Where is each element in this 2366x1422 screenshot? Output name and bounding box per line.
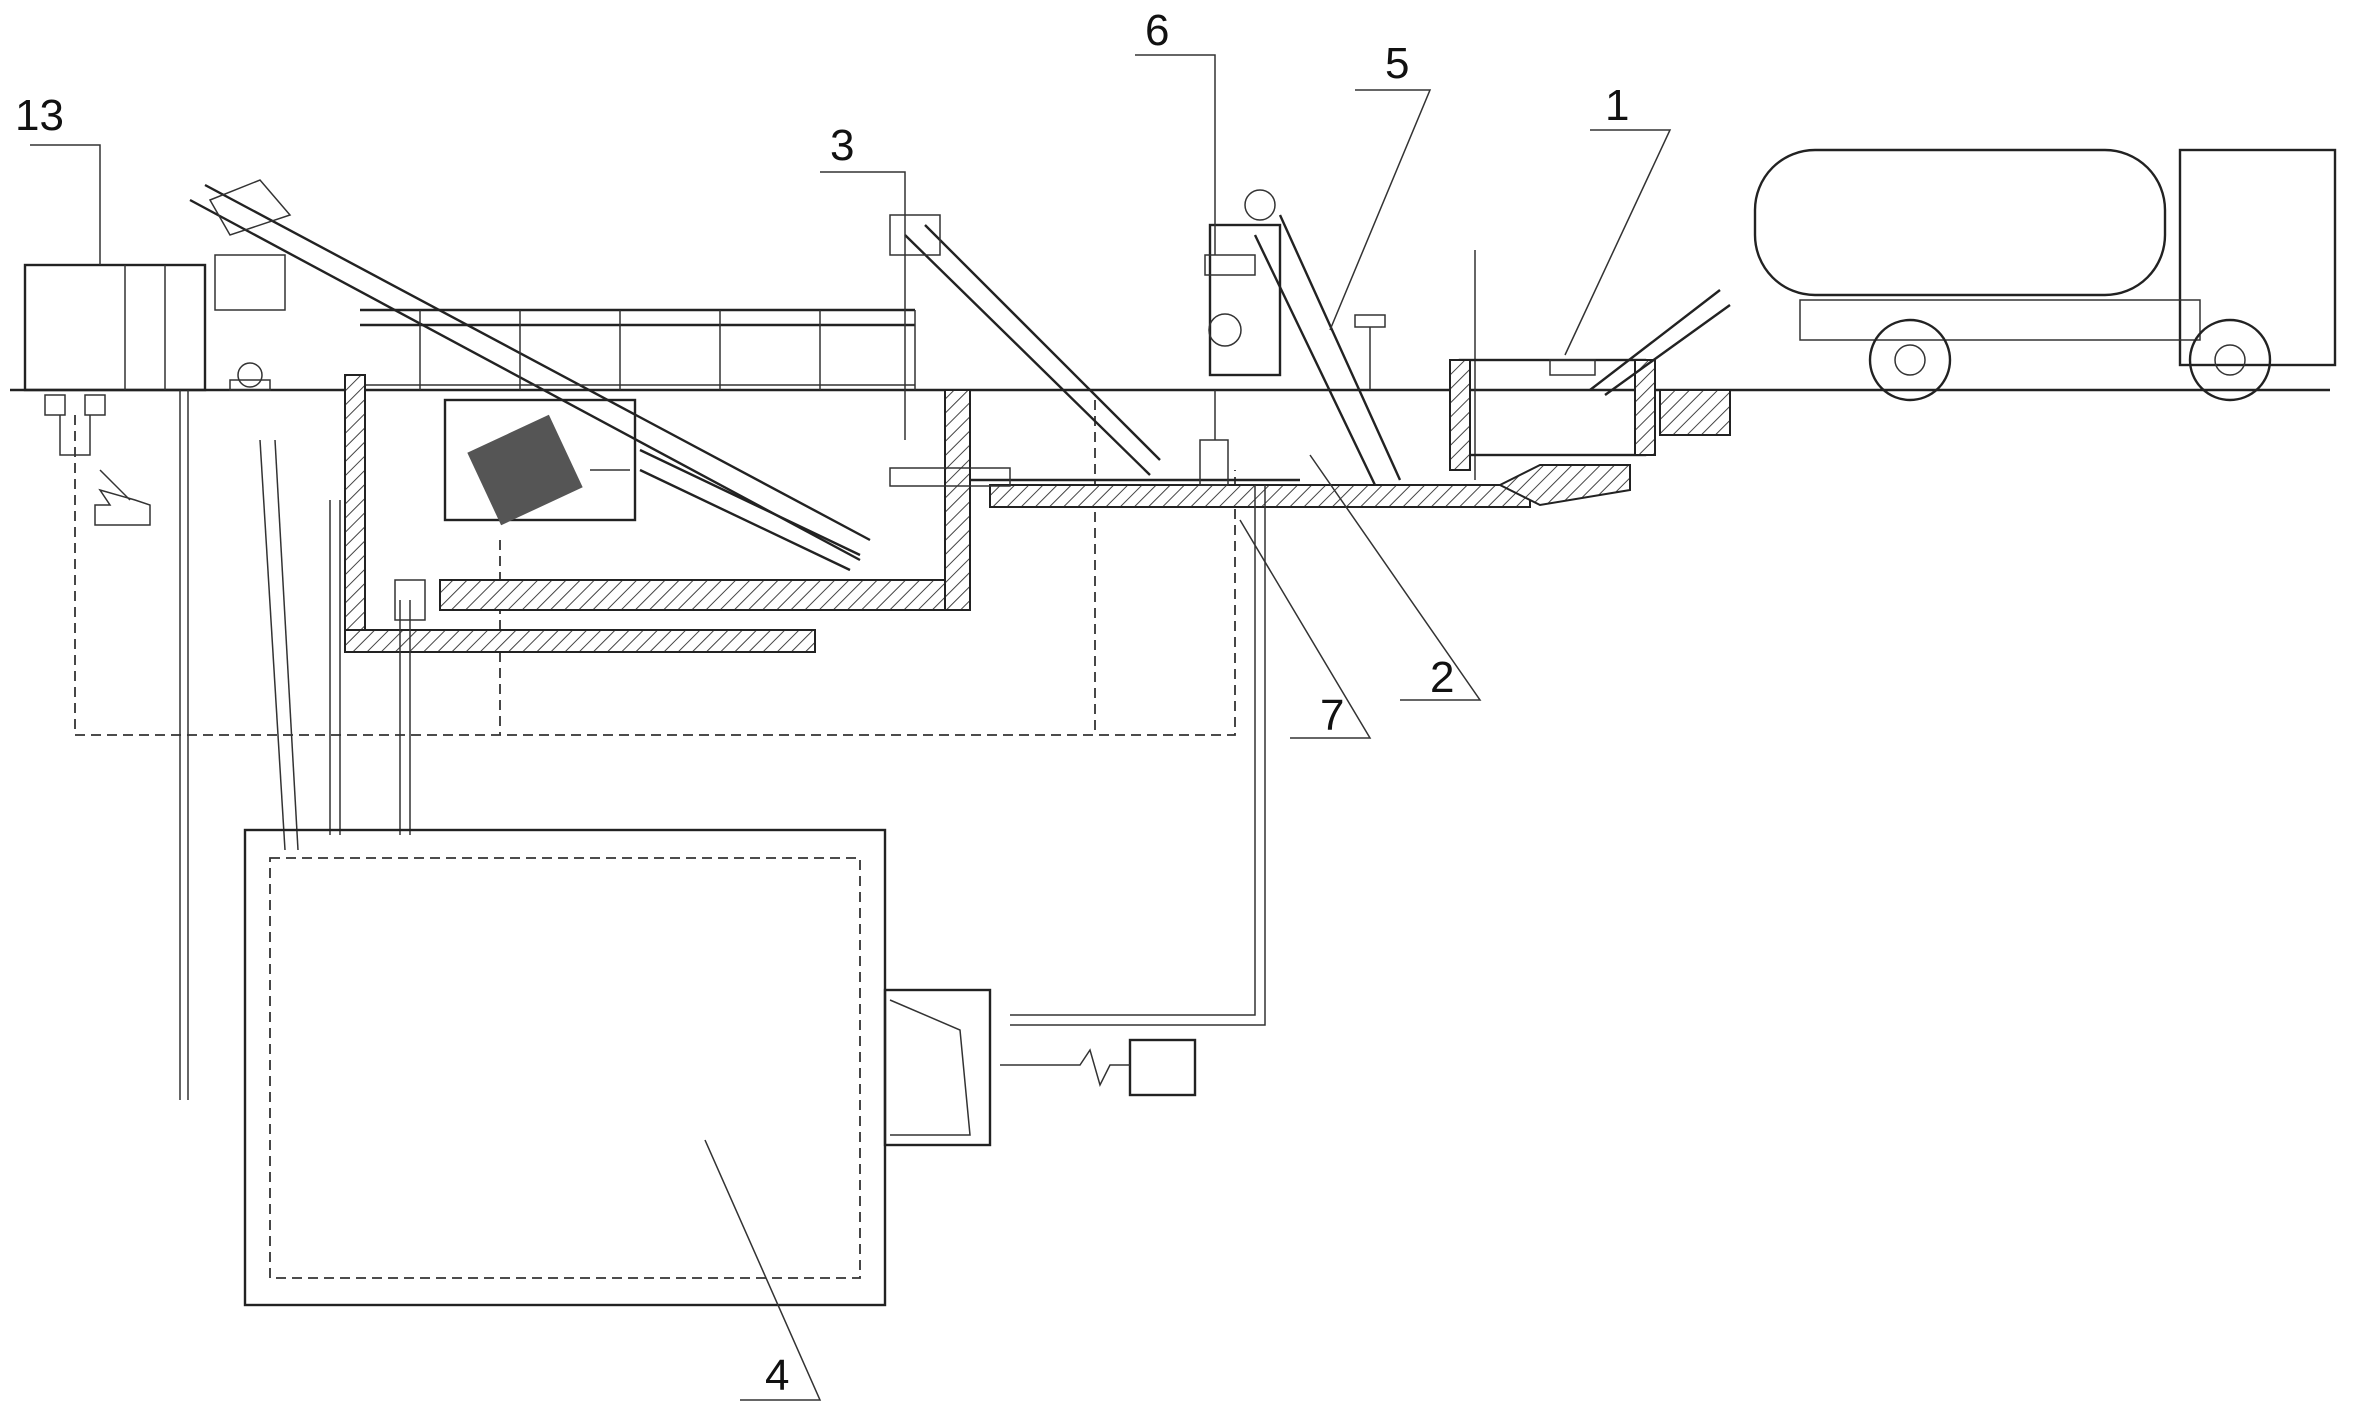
leader-lines: [30, 54, 1672, 1401]
pipe-3-to-2: [889, 467, 1011, 487]
storage-tank-unit-4: [243, 828, 992, 1307]
pipes-to-tank: [179, 390, 1266, 1100]
label-1: 1: [1605, 81, 1629, 130]
pump-well-unit-7: [1199, 390, 1229, 486]
settling-pit-unit-3: [344, 374, 971, 653]
label-13: 13: [15, 91, 64, 140]
label-5: 5: [1385, 39, 1409, 88]
receiving-tank-unit-1: [1449, 358, 1656, 471]
control-post: [1354, 250, 1476, 480]
label-3: 3: [830, 121, 854, 170]
inclined-conveyor-right: [889, 214, 1161, 476]
label-6: 6: [1145, 6, 1169, 55]
bucket-elevator-unit-6: [1204, 189, 1402, 486]
internal-screw-conveyor: [639, 448, 861, 572]
label-4: 4: [765, 1351, 789, 1400]
guard-railing: [360, 308, 916, 390]
channel-unit-2: [970, 464, 1631, 508]
label-2: 2: [1430, 653, 1454, 702]
tanker-truck: [1589, 148, 2337, 436]
label-7: 7: [1320, 691, 1344, 740]
screen-filter-drum: [443, 398, 637, 526]
control-cabinet-unit-13: [23, 263, 207, 526]
inclined-conveyor-left: [189, 179, 871, 562]
monitor-icon: [1000, 1038, 1197, 1097]
